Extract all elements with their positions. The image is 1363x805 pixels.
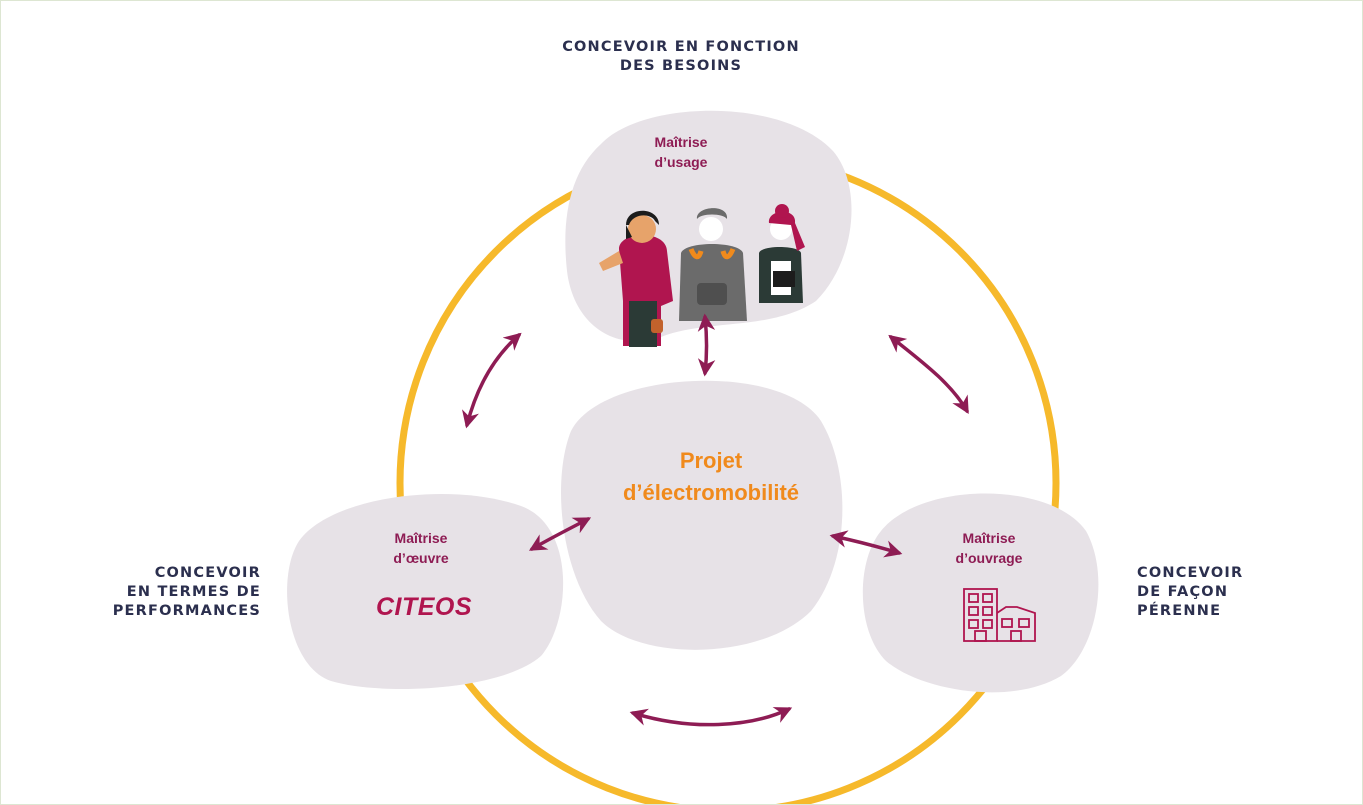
role-oeuvre-line: d’œuvre bbox=[393, 550, 449, 566]
arrow-oeuvre-ouvrage bbox=[629, 707, 793, 727]
citeos-logo: CITEOS bbox=[375, 593, 473, 621]
role-usage-line: d’usage bbox=[654, 154, 708, 170]
center-title: Projet d’électromobilité bbox=[561, 445, 861, 509]
caption-top: CONCEVOIR EN FONCTION DES BESOINS bbox=[531, 38, 831, 76]
arrow-center-oeuvre bbox=[528, 517, 592, 551]
caption-left-line: PERFORMANCES bbox=[112, 603, 261, 619]
caption-left-line: CONCEVOIR bbox=[154, 565, 261, 581]
caption-right-line: DE FAÇON bbox=[1137, 584, 1229, 600]
caption-left: CONCEVOIR EN TERMES DE PERFORMANCES bbox=[61, 564, 261, 621]
caption-right: CONCEVOIR DE FAÇON PÉRENNE bbox=[1137, 564, 1297, 621]
caption-top-line: DES BESOINS bbox=[619, 58, 743, 74]
role-usage-label: Maîtrise d’usage bbox=[621, 132, 741, 172]
arrow-center-ouvrage bbox=[829, 530, 903, 558]
bubble-center bbox=[561, 380, 843, 650]
arrow-usage-center bbox=[697, 313, 716, 377]
caption-top-line: CONCEVOIR EN FONCTION bbox=[562, 39, 800, 55]
arrow-usage-oeuvre bbox=[462, 332, 522, 429]
role-oeuvre-label: Maîtrise d’œuvre bbox=[361, 528, 481, 568]
role-usage-line: Maîtrise bbox=[654, 134, 708, 150]
bubble-ouvrage bbox=[862, 493, 1099, 693]
bubble-oeuvre bbox=[287, 493, 564, 689]
center-title-line: Projet bbox=[679, 448, 743, 473]
caption-right-line: PÉRENNE bbox=[1137, 603, 1222, 619]
role-oeuvre-line: Maîtrise bbox=[394, 530, 448, 546]
role-ouvrage-line: Maîtrise bbox=[962, 530, 1016, 546]
arrow-usage-ouvrage bbox=[888, 334, 969, 415]
buildings-icon bbox=[963, 588, 1036, 642]
caption-left-line: EN TERMES DE bbox=[126, 584, 261, 600]
role-ouvrage-label: Maîtrise d’ouvrage bbox=[929, 528, 1049, 568]
caption-right-line: CONCEVOIR bbox=[1137, 565, 1244, 581]
people-illustration bbox=[599, 204, 805, 347]
center-title-line: d’électromobilité bbox=[622, 480, 800, 505]
role-ouvrage-line: d’ouvrage bbox=[955, 550, 1023, 566]
